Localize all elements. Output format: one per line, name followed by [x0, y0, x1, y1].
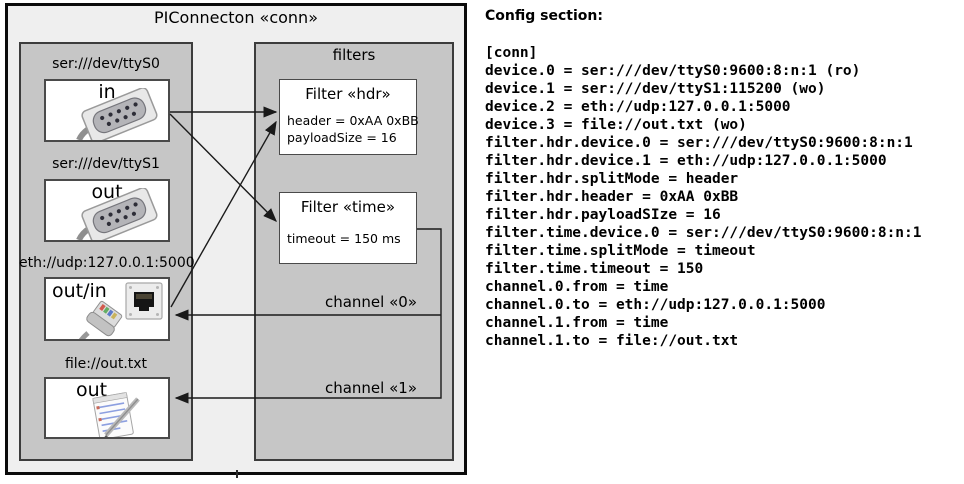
- channel-0-label: channel «0»: [324, 293, 417, 311]
- pen-icon: [104, 397, 140, 437]
- filters-title: filters: [332, 46, 376, 64]
- config-line: device.2 = eth://udp:127.0.0.1:5000: [485, 99, 791, 115]
- config-line: filter.hdr.device.1 = eth://udp:127.0.0.…: [485, 153, 887, 169]
- filter-box-hdr: Filter «hdr» header = 0xAA 0xBB payloadS…: [279, 79, 419, 155]
- filter-box-time: Filter «time» timeout = 150 ms: [279, 192, 417, 264]
- filter-title: Filter «hdr»: [305, 85, 391, 103]
- ethernet-plug-icon: [78, 300, 123, 339]
- ethernet-jack-icon: [125, 282, 163, 320]
- border-notch: [236, 470, 238, 478]
- filter-property: header = 0xAA 0xBB: [287, 113, 419, 128]
- device-direction-label: out: [91, 181, 123, 203]
- device-box-file: out: [44, 377, 170, 439]
- device-uri-label-ttys0: ser:///dev/ttyS0: [52, 56, 160, 72]
- config-line: filter.time.timeout = 150: [485, 261, 704, 277]
- diagram-title: PIConnecton «conn»: [154, 8, 318, 27]
- device-box-ttys0: in: [44, 79, 170, 142]
- config-line: filter.time.splitMode = timeout: [485, 243, 756, 259]
- filter-title: Filter «time»: [300, 198, 396, 216]
- device-uri-label-eth: eth://udp:127.0.0.1:5000: [19, 255, 195, 271]
- serial-connector-icon: [76, 88, 158, 140]
- device-box-ttys1: out: [44, 179, 170, 242]
- config-section-heading: Config section:: [485, 8, 603, 24]
- config-line: [conn]: [485, 45, 538, 61]
- filter-property: timeout = 150 ms: [287, 231, 401, 246]
- device-direction-label: in: [98, 81, 116, 103]
- config-line: filter.hdr.device.0 = ser:///dev/ttyS0:9…: [485, 135, 913, 151]
- config-text-block: [conn] device.0 = ser:///dev/ttyS0:9600:8…: [485, 44, 922, 350]
- config-line: channel.0.from = time: [485, 279, 669, 295]
- device-direction-label: out: [76, 379, 108, 401]
- device-direction-label: out/in: [52, 280, 107, 302]
- config-line: device.0 = ser:///dev/ttyS0:9600:8:n:1 (…: [485, 63, 861, 79]
- config-line: filter.hdr.splitMode = header: [485, 171, 739, 187]
- config-line: device.1 = ser:///dev/ttyS1:115200 (wo): [485, 81, 826, 97]
- filter-property: payloadSize = 16: [287, 130, 397, 145]
- config-line: device.3 = file://out.txt (wo): [485, 117, 747, 133]
- config-line: filter.hdr.payloadSIze = 16: [485, 207, 721, 223]
- config-line: channel.0.to = eth://udp:127.0.0.1:5000: [485, 297, 826, 313]
- serial-connector-icon: [76, 188, 158, 240]
- config-line: filter.time.device.0 = ser:///dev/ttyS0:…: [485, 225, 922, 241]
- device-box-eth: out/in: [44, 277, 170, 341]
- config-line: channel.1.from = time: [485, 315, 669, 331]
- config-line: channel.1.to = file://out.txt: [485, 333, 739, 349]
- notepad-icon: [92, 392, 140, 437]
- device-uri-label-ttys1: ser:///dev/ttyS1: [52, 156, 160, 172]
- config-line: filter.hdr.header = 0xAA 0xBB: [485, 189, 739, 205]
- device-uri-label-file: file://out.txt: [64, 356, 148, 372]
- channel-1-label: channel «1»: [324, 379, 417, 397]
